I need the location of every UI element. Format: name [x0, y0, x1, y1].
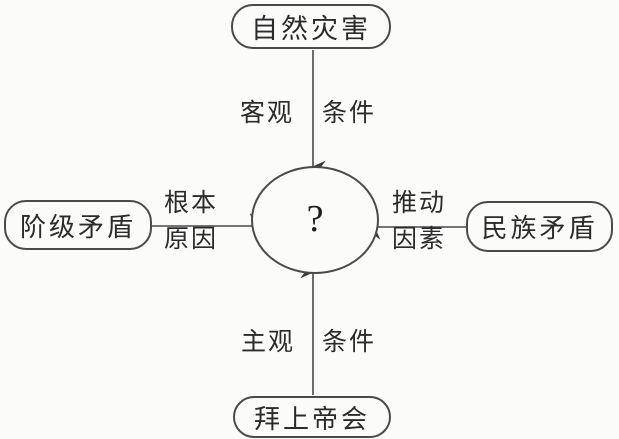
center-node-ellipse[interactable]: ?: [251, 166, 379, 274]
edge-label-bottom-subjective: 主观: [241, 329, 296, 356]
edge-label-right: 推动 因素: [392, 186, 446, 259]
edge-label-right-line-1: 推动: [392, 190, 447, 217]
edge-label-right-line-2: 因素: [392, 226, 447, 254]
edge-label-top-objective: 客观: [240, 100, 295, 127]
node-ethnic-contradiction[interactable]: 民族矛盾: [466, 201, 613, 252]
edge-label-left: 根本 原因: [164, 186, 218, 259]
edge-label-top-conditions: 条件: [322, 100, 377, 127]
node-class-contradiction[interactable]: 阶级矛盾: [4, 200, 152, 250]
node-god-worshipping-society[interactable]: 拜上帝会: [233, 396, 391, 438]
edge-label-left-line-1: 根本: [164, 190, 219, 217]
node-natural-disaster[interactable]: 自然灾害: [231, 4, 391, 49]
edge-label-bottom-conditions: 条件: [322, 329, 377, 356]
center-question-mark: ?: [306, 198, 324, 240]
edge-label-left-line-2: 原因: [164, 226, 219, 254]
